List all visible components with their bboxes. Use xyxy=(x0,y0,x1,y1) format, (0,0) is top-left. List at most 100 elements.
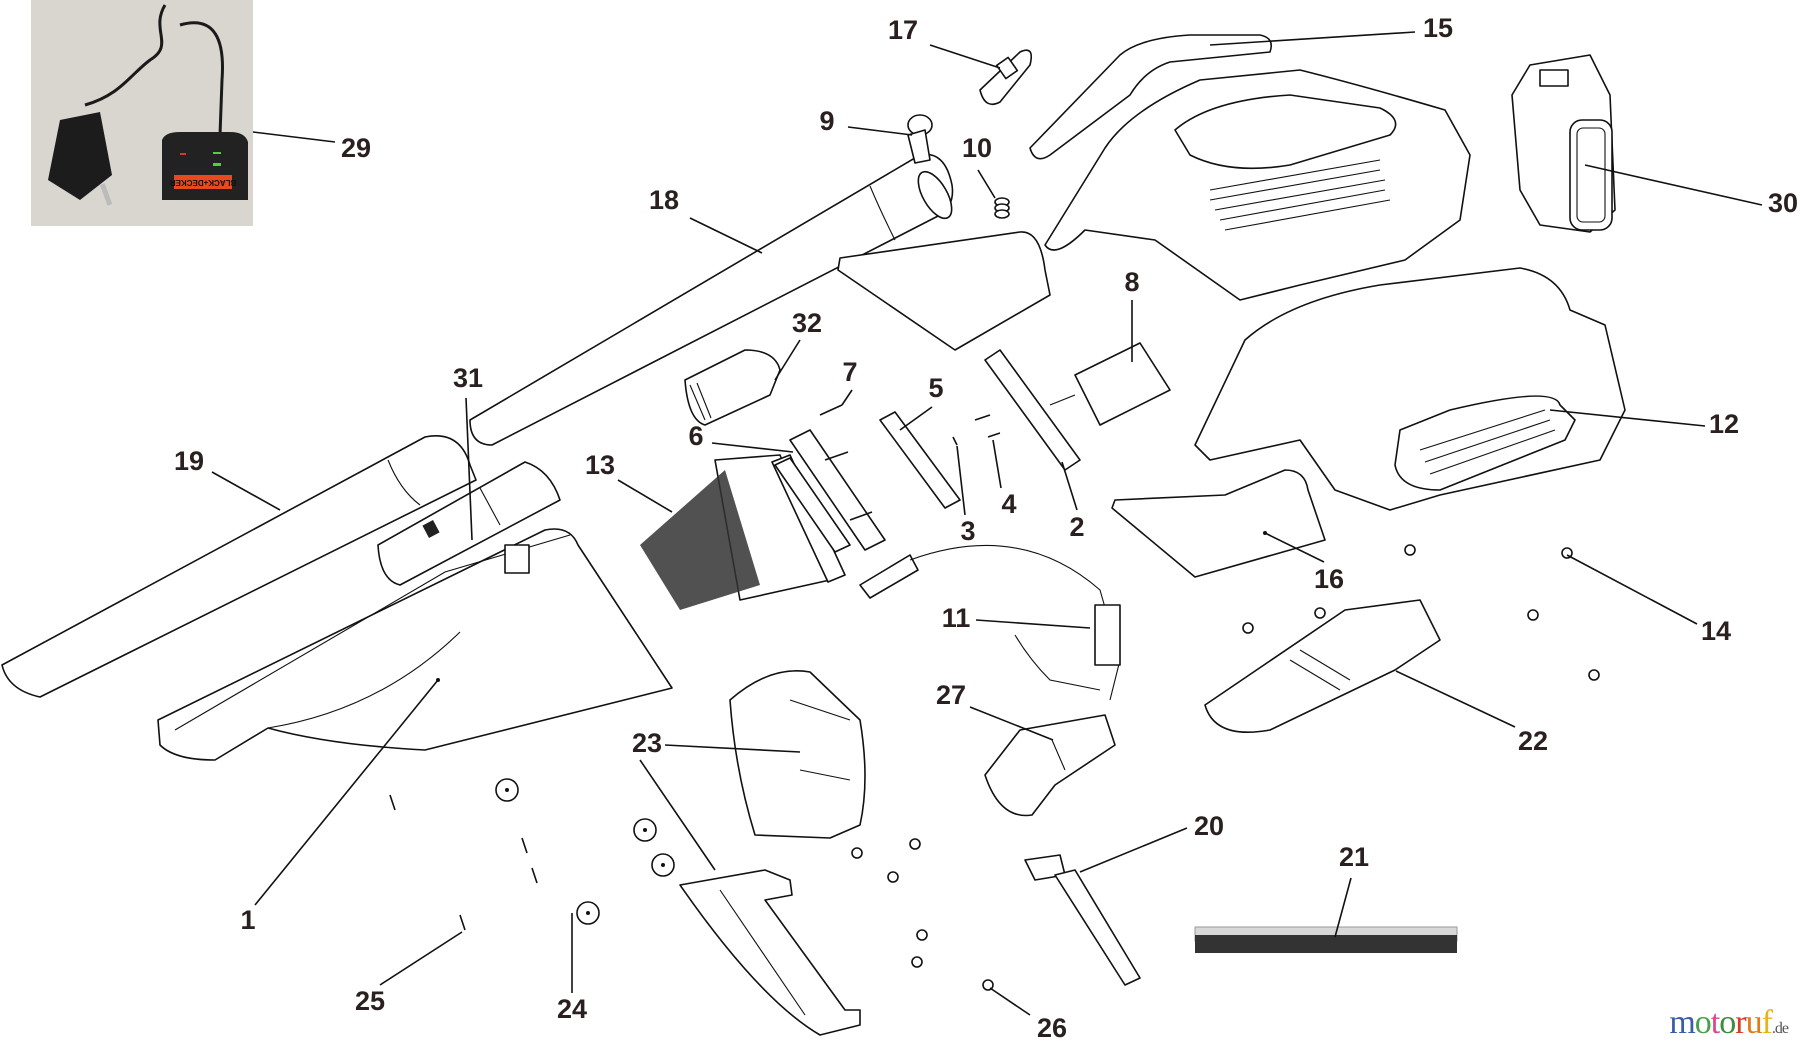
part-11-switch-wiring xyxy=(859,545,1121,701)
part-14-screws xyxy=(1242,544,1600,681)
leader-15 xyxy=(1209,31,1416,46)
leader-21 xyxy=(1334,877,1352,938)
leader-14 xyxy=(1566,554,1698,625)
wall-plug-adapter xyxy=(48,112,112,200)
callout-31: 31 xyxy=(453,363,483,393)
part-1-main-body xyxy=(157,528,673,761)
leader-7 xyxy=(841,389,853,406)
callout-7: 7 xyxy=(842,357,857,387)
watermark-letter: o xyxy=(1719,1004,1736,1041)
part-16-side-cover-lower xyxy=(1111,469,1326,578)
callout-14: 14 xyxy=(1701,616,1731,646)
part-2-motor-mount-plate xyxy=(984,349,1081,471)
callout-2: 2 xyxy=(1069,512,1084,542)
led-green-2 xyxy=(213,163,221,166)
callout-8: 8 xyxy=(1124,267,1139,297)
watermark-letter: u xyxy=(1745,1004,1763,1041)
part-25-pins xyxy=(389,794,538,931)
leader-lines xyxy=(211,31,1763,1016)
callout-18: 18 xyxy=(649,185,679,215)
part-10-spring xyxy=(994,197,1010,219)
leader-3 xyxy=(956,445,966,516)
part-19-extension-tube xyxy=(1,435,477,698)
part-15-handle-housing xyxy=(1029,34,1471,301)
charger-base xyxy=(162,132,248,200)
leader-31 xyxy=(465,397,473,541)
charger-photo: BLACK+DECKER xyxy=(31,0,253,226)
callout-19: 19 xyxy=(174,446,204,476)
part-12-handle-housing xyxy=(1194,267,1626,511)
part-31-crevice-tool xyxy=(377,461,561,586)
callout-29: 29 xyxy=(341,133,371,163)
leader-17 xyxy=(929,44,1001,69)
part-4-screws xyxy=(974,414,1001,438)
part-24-wheels xyxy=(495,778,675,925)
callout-9: 9 xyxy=(819,106,834,136)
callout-labels: 1 2 3 4 5 6 7 8 9 10 11 12 13 14 15 16 1… xyxy=(174,13,1798,1043)
part-18-extension-tube xyxy=(469,153,954,446)
callout-11: 11 xyxy=(942,603,971,633)
part-16-side-cover-upper xyxy=(837,231,1051,351)
callout-24: 24 xyxy=(557,994,587,1024)
motoruf-watermark: motoruf.de xyxy=(1669,1004,1789,1042)
leader-30 xyxy=(1584,164,1763,206)
charger-cable xyxy=(84,4,167,107)
part-5-fan-cover xyxy=(879,411,961,509)
leader-23b xyxy=(639,759,716,871)
leader-32 xyxy=(774,339,801,381)
plug-pin xyxy=(100,183,113,206)
leader-9 xyxy=(847,126,913,136)
leader-4 xyxy=(992,439,1002,489)
part-17-switch-slider xyxy=(979,49,1033,106)
part-26-screws xyxy=(851,838,994,991)
callout-13: 13 xyxy=(585,450,615,480)
leader-22 xyxy=(1395,670,1516,728)
leader-13 xyxy=(617,479,673,513)
watermark-letter: o xyxy=(1694,1004,1712,1041)
part-21-brush-strip xyxy=(1194,926,1458,953)
leader-19 xyxy=(211,471,281,511)
part-32-brush-tool xyxy=(684,349,781,426)
callout-26: 26 xyxy=(1037,1013,1067,1043)
callout-3: 3 xyxy=(960,516,975,546)
leader-18 xyxy=(689,217,763,254)
part-6-filter-frame xyxy=(774,429,886,553)
callout-17: 17 xyxy=(888,15,918,45)
part-3-pin xyxy=(952,436,958,446)
callout-5: 5 xyxy=(928,373,943,403)
callout-10: 10 xyxy=(962,133,992,163)
watermark-letter: r xyxy=(1735,1004,1746,1041)
brand-text: BLACK+DECKER xyxy=(170,178,237,187)
leader-10 xyxy=(977,169,996,199)
led-red xyxy=(180,153,186,155)
part-7-screws xyxy=(819,404,873,521)
leader-23a xyxy=(664,744,801,753)
leader-20 xyxy=(1079,827,1188,873)
watermark-letter: t xyxy=(1710,1004,1721,1041)
part-30-battery-pack xyxy=(1511,54,1616,233)
callout-23: 23 xyxy=(632,728,662,758)
leader-5 xyxy=(899,406,933,431)
callout-4: 4 xyxy=(1001,489,1016,519)
callout-22: 22 xyxy=(1518,726,1548,756)
callout-20: 20 xyxy=(1194,811,1224,841)
callout-16: 16 xyxy=(1314,564,1344,594)
leader-27 xyxy=(969,706,1054,741)
part-22-terminal-block xyxy=(1204,599,1441,733)
callout-6: 6 xyxy=(688,421,703,451)
callout-1: 1 xyxy=(240,905,255,935)
part-13-filter-cone xyxy=(640,454,846,610)
part-23-floor-nozzle-top xyxy=(729,670,866,839)
leader-2 xyxy=(1061,461,1078,511)
led-green xyxy=(213,152,221,154)
part-9-release-button xyxy=(907,114,933,164)
callout-21: 21 xyxy=(1339,842,1369,872)
callout-30: 30 xyxy=(1768,188,1798,218)
part-8-motor xyxy=(1049,342,1171,426)
leader-16 xyxy=(1264,532,1325,563)
callout-25: 25 xyxy=(355,986,385,1016)
callout-12: 12 xyxy=(1709,409,1739,439)
leader-12 xyxy=(1549,409,1706,427)
part-20-brush-holder xyxy=(1024,854,1141,986)
